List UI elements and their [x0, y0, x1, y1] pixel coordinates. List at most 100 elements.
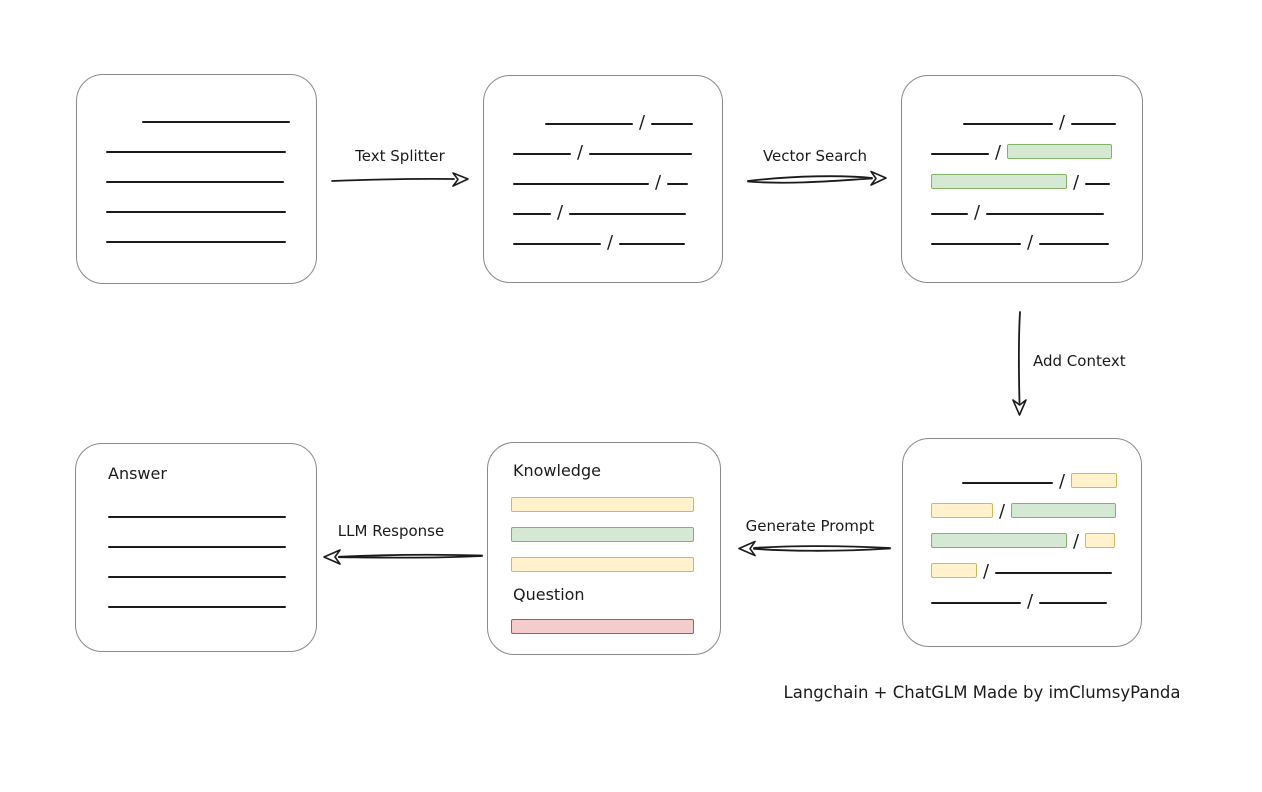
indent-space: [931, 127, 957, 128]
green-chunk: [1011, 503, 1117, 518]
text-line: [963, 123, 1053, 125]
text-line: [931, 243, 1021, 245]
green-chunk: [1007, 144, 1113, 159]
split-slash: /: [974, 202, 981, 223]
split-slash: /: [1059, 471, 1066, 492]
segment-row: [106, 170, 290, 186]
arrow-head: [738, 540, 756, 557]
split-slash: /: [995, 142, 1002, 163]
segment-row: /: [513, 142, 698, 163]
knowledge-label: Knowledge: [513, 461, 601, 480]
split-slash: /: [607, 232, 614, 253]
split-slash: /: [1059, 112, 1066, 133]
split-slash: /: [655, 172, 662, 193]
split-slash: /: [557, 202, 564, 223]
text-line: [1071, 123, 1117, 125]
yellow-chunk: [1071, 473, 1117, 488]
text-line: [108, 546, 286, 548]
text-line: [1039, 602, 1108, 604]
arrow-head: [1012, 399, 1027, 416]
text-line: [651, 123, 694, 125]
text-line: [108, 606, 286, 608]
split-slash: /: [1027, 591, 1034, 612]
split-chunks-lines: / / / / /: [484, 76, 722, 253]
document-box: [76, 74, 317, 284]
vector-search-arrow: [747, 170, 887, 186]
text-line: [106, 211, 286, 213]
segment-row: /: [931, 142, 1118, 163]
arrow-line: [338, 555, 483, 559]
yellow-chunk: [1085, 533, 1116, 548]
split-slash: /: [1073, 531, 1080, 552]
arrow-line: [753, 547, 891, 552]
segment-row: [108, 535, 316, 551]
text-line: [108, 516, 286, 518]
green-chunk: [931, 533, 1067, 548]
add-context-arrow: [1012, 311, 1027, 416]
arrow-line: [747, 175, 873, 182]
text-line: [1039, 243, 1110, 245]
segment-row: /: [931, 112, 1118, 133]
context-chunks-lines: / / / / /: [903, 439, 1141, 612]
segment-row: [108, 565, 316, 581]
matched-chunks-lines: / / / / /: [902, 76, 1142, 252]
answer-lines: [108, 505, 316, 611]
answer-label: Answer: [108, 464, 167, 483]
knowledge-bars: [511, 495, 720, 572]
caption: Langchain + ChatGLM Made by imClumsyPand…: [783, 683, 1181, 702]
text-line: [513, 153, 571, 155]
segment-row: /: [931, 232, 1118, 252]
yellow-chunk: [931, 563, 977, 578]
text-line: [106, 151, 286, 153]
text-line: [931, 602, 1021, 604]
text-line: [667, 183, 689, 185]
split-slash: /: [983, 561, 990, 582]
segment-row: [511, 495, 720, 512]
generate-prompt-arrow: [738, 540, 891, 557]
segment-row: /: [931, 531, 1117, 552]
segment-row: [108, 595, 316, 611]
segment-row: [511, 555, 720, 572]
segment-row: /: [931, 202, 1118, 223]
segment-row: [511, 525, 720, 542]
arrow-line: [747, 177, 873, 184]
text-line: [106, 181, 284, 183]
green-chunk: [511, 527, 694, 542]
vector-search-label: Vector Search: [762, 147, 868, 165]
segment-row: [106, 140, 290, 156]
llm-response-arrow: [323, 549, 483, 565]
segment-row: /: [931, 471, 1117, 492]
text-line: [142, 121, 290, 123]
add-context-label: Add Context: [1033, 352, 1126, 370]
split-slash: /: [1073, 172, 1080, 193]
segment-row: [511, 617, 720, 634]
segment-row: [106, 110, 290, 126]
text-line: [931, 153, 989, 155]
prompt-box: Knowledge Question: [487, 442, 721, 655]
segment-row: /: [931, 501, 1117, 521]
segment-row: /: [513, 112, 698, 133]
arrow-line: [1017, 311, 1021, 404]
segment-row: /: [931, 591, 1117, 612]
text-line: [619, 243, 686, 245]
text-line: [1085, 183, 1111, 185]
text-line: [545, 123, 633, 125]
text-line: [513, 213, 551, 215]
document-lines: [77, 75, 316, 246]
text-line: [962, 482, 1054, 484]
arrow-line: [753, 545, 891, 549]
segment-row: /: [513, 232, 698, 253]
question-label: Question: [513, 585, 585, 604]
answer-box: Answer: [75, 443, 317, 652]
yellow-chunk: [931, 503, 993, 518]
text-line: [995, 572, 1113, 574]
yellow-chunk: [511, 497, 694, 512]
text-line: [569, 213, 687, 215]
indent-space: [106, 125, 136, 126]
split-slash: /: [577, 142, 584, 163]
split-slash: /: [639, 112, 646, 133]
segment-row: /: [931, 561, 1117, 582]
segment-row: [106, 230, 290, 246]
text-line: [931, 213, 968, 215]
matched-chunks-box: / / / / /: [901, 75, 1143, 283]
